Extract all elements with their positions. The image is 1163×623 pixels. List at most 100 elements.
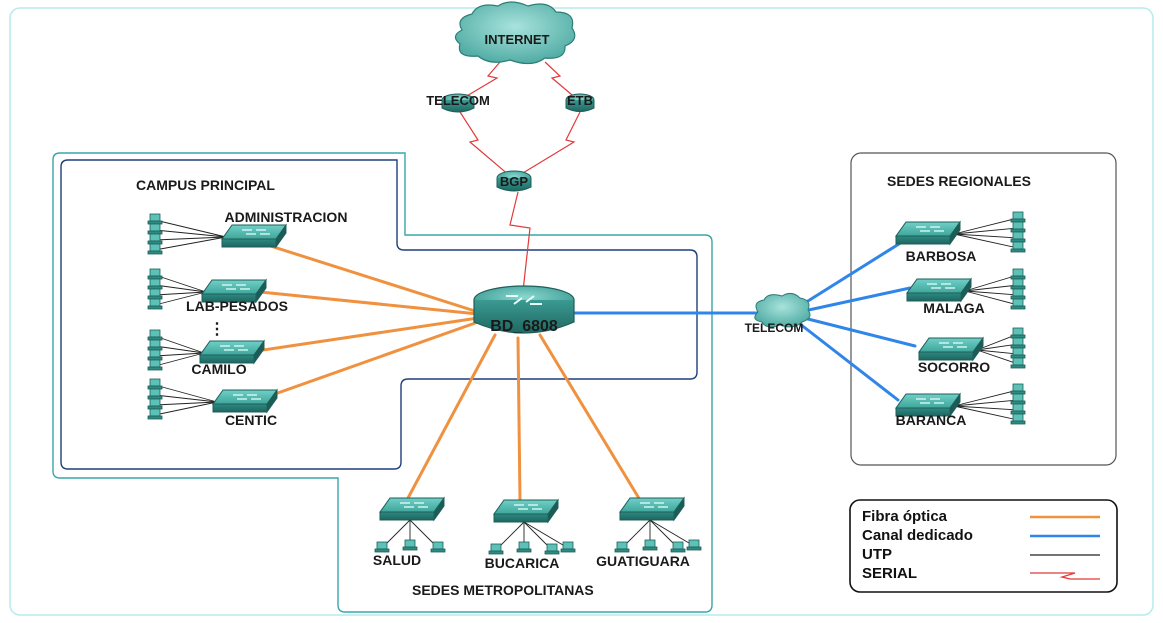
switch-icon	[379, 497, 445, 521]
etb-label: ETB	[567, 93, 593, 108]
switch-label: CENTIC	[225, 412, 277, 428]
pc-icon	[1010, 383, 1026, 395]
internet-label: INTERNET	[485, 32, 550, 47]
pc-icon	[1010, 231, 1026, 243]
pc-icon	[1010, 413, 1026, 425]
sedes-metropolitanas-title: SEDES METROPOLITANAS	[412, 582, 594, 598]
pc-icon	[1010, 337, 1026, 349]
regional-switch: SOCORRO	[918, 337, 990, 375]
pc-icon	[560, 541, 576, 553]
switch-label: BARBOSA	[906, 248, 977, 264]
pc-icon	[1010, 278, 1026, 290]
utp-fan	[976, 327, 1026, 369]
switch-label: ADMINISTRACION	[225, 209, 348, 225]
switch-label: LAB-PESADOS	[186, 298, 288, 314]
switch-icon	[221, 224, 287, 248]
router-icon	[441, 93, 475, 113]
pc-icon	[147, 243, 163, 255]
pc-icon	[1010, 327, 1026, 339]
switch-icon	[619, 497, 685, 521]
bgp-label: BGP	[500, 174, 529, 189]
metro-switch: GUATIGUARA	[596, 497, 690, 569]
pc-icon	[147, 298, 163, 310]
utp-fan	[964, 268, 1026, 310]
utp-fan	[147, 329, 205, 371]
legend-label: UTP	[862, 546, 892, 563]
utp-fan	[953, 383, 1026, 425]
regional-switch: BARBOSA	[895, 221, 977, 264]
pc-icon	[1010, 221, 1026, 233]
pc-icon	[147, 388, 163, 400]
campus-principal-boundary	[60, 159, 698, 470]
campus-principal-title: CAMPUS PRINCIPAL	[136, 177, 275, 193]
telecom-cloud-label: TELECOM	[745, 321, 804, 335]
dedicated-links	[570, 235, 917, 402]
pc-icon	[614, 541, 630, 553]
campus-switch: LAB-PESADOS	[186, 279, 288, 314]
core-router-icon	[473, 285, 575, 334]
pc-icon	[402, 539, 418, 551]
campus-switch: CAMILO	[191, 340, 265, 377]
pc-icon	[147, 233, 163, 245]
legend-label: Fibra óptica	[862, 508, 948, 525]
internet-cloud-icon	[454, 1, 576, 65]
utp-fan	[488, 521, 576, 555]
switch-icon	[493, 499, 559, 523]
pc-icon	[642, 539, 658, 551]
switch-label: BARANCA	[896, 412, 967, 428]
pc-icon	[147, 278, 163, 290]
utp-fan	[374, 519, 446, 553]
switch-label: GUATIGUARA	[596, 553, 690, 569]
sedes-regionales-box	[850, 152, 1117, 466]
legend-swatch	[1030, 572, 1100, 580]
pc-icon	[147, 213, 163, 225]
pc-icon	[1010, 347, 1026, 359]
pc-icon	[1010, 298, 1026, 310]
pc-icon	[147, 398, 163, 410]
outer-frame	[9, 7, 1154, 616]
pc-icon	[430, 541, 446, 553]
switch-label: SALUD	[373, 552, 421, 568]
utp-fan	[147, 213, 227, 255]
campus-switches: ADMINISTRACION LAB-PESADOS CAMILO CENTIC	[147, 209, 348, 428]
pc-icon	[147, 329, 163, 341]
pc-icon	[147, 408, 163, 420]
utp-fan	[953, 211, 1026, 253]
pc-icon	[1010, 403, 1026, 415]
switch-label: CAMILO	[191, 361, 246, 377]
pc-icon	[488, 543, 504, 555]
metro-switch: SALUD	[373, 497, 445, 568]
legend-label: SERIAL	[862, 565, 917, 582]
pc-icon	[147, 288, 163, 300]
telecom-cloud-icon	[754, 292, 811, 328]
utp-fan	[614, 519, 702, 553]
regional-switch: MALAGA	[906, 278, 985, 316]
pc-icon	[1010, 288, 1026, 300]
regional-switch: BARANCA	[895, 393, 967, 428]
core-router-label: BD_6808	[490, 318, 558, 335]
pc-icon	[686, 539, 702, 551]
sedes-regionales-title: SEDES REGIONALES	[887, 173, 1031, 189]
bgp-router-icon	[496, 170, 532, 192]
pc-icon	[147, 359, 163, 371]
campus-metro-boundary	[52, 152, 713, 613]
pc-icon	[147, 378, 163, 390]
pc-icon	[147, 223, 163, 235]
router-icon	[565, 93, 595, 112]
pc-icon	[147, 268, 163, 280]
utp-fan	[147, 378, 218, 420]
regional-switches: BARBOSA MALAGA SOCORRO BARANCA	[895, 211, 1026, 428]
pc-icon	[147, 349, 163, 361]
pc-icon	[1010, 357, 1026, 369]
switch-icon	[918, 337, 984, 361]
metro-switch: BUCARICA	[485, 499, 560, 571]
pc-icon	[670, 541, 686, 553]
pc-icon	[1010, 268, 1026, 280]
switch-label: BUCARICA	[485, 555, 560, 571]
campus-switch: CENTIC	[212, 389, 278, 428]
pc-icon	[1010, 211, 1026, 223]
pc-icon	[544, 543, 560, 555]
switch-icon	[212, 389, 278, 413]
